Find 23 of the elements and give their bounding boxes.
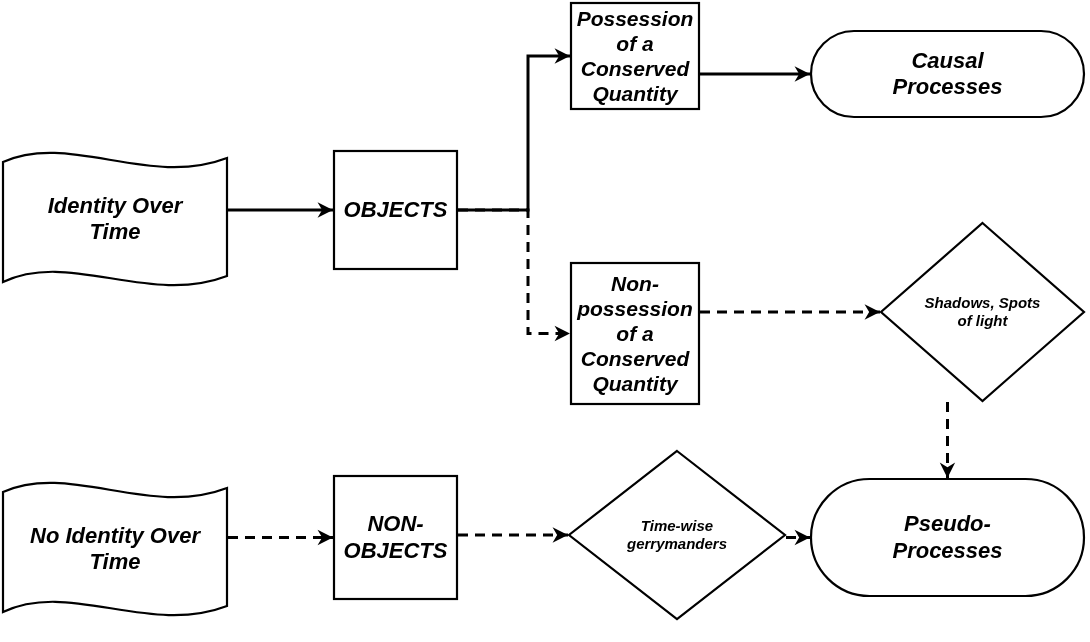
arrow xyxy=(939,402,956,478)
node-label: NON-OBJECTS xyxy=(342,511,449,564)
decision-diamond xyxy=(880,222,1085,402)
node-label: OBJECTS xyxy=(342,196,449,224)
node-label: Pseudo-Processes xyxy=(891,511,1004,564)
decision-diamond xyxy=(568,450,786,620)
node-label: Identity Over Time xyxy=(46,192,185,246)
arrow xyxy=(700,66,810,82)
node-label: Non-possession of a Conserved Quantity xyxy=(576,270,694,397)
process-box xyxy=(333,475,458,600)
arrow xyxy=(228,202,333,218)
node-label: No Identity Over Time xyxy=(29,522,202,576)
node-label: Causal Processes xyxy=(891,47,1004,101)
arrow xyxy=(228,529,333,546)
node-label: Time-wise gerrymanders xyxy=(625,517,729,553)
node-label: Possession of a Conserved Quantity xyxy=(575,5,695,107)
arrow xyxy=(786,529,810,546)
arrow xyxy=(458,527,568,543)
process-box xyxy=(570,262,700,405)
node-label: Shadows, Spots of light xyxy=(923,294,1042,330)
process-box xyxy=(333,150,458,270)
arrow xyxy=(458,208,570,342)
arrow xyxy=(700,304,880,320)
